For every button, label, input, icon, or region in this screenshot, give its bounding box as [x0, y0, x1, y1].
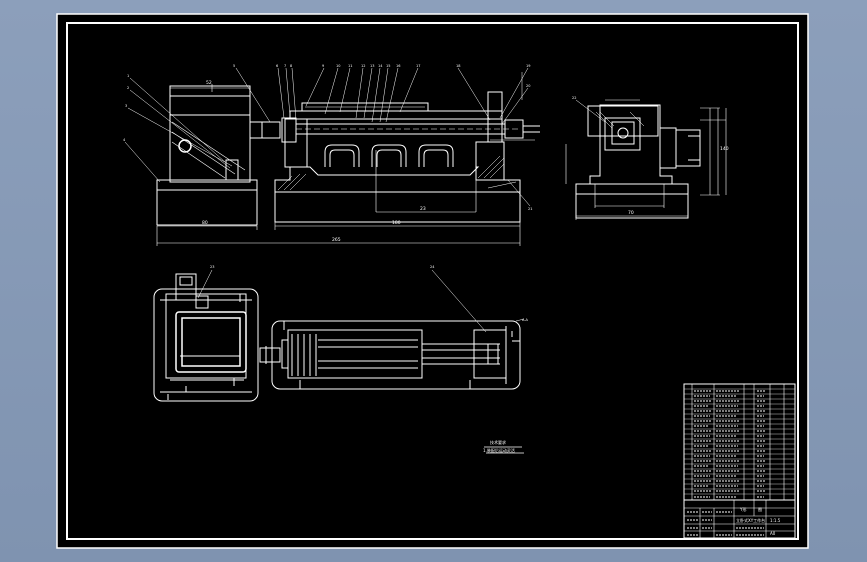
svg-text:24: 24	[430, 265, 435, 269]
top-view	[153, 273, 521, 402]
tech-note-title: 技术要求	[490, 439, 506, 445]
svg-text:11: 11	[348, 64, 352, 68]
svg-text:7: 7	[284, 64, 286, 68]
dim-front-total: 265	[332, 237, 341, 243]
title-cell-4: 1:1.5	[770, 518, 781, 523]
parts-list-rows	[684, 388, 795, 501]
svg-text:8: 8	[290, 64, 292, 68]
svg-text:10: 10	[336, 64, 340, 68]
side-view	[575, 104, 701, 219]
dim-front-top: 52	[206, 80, 212, 86]
svg-text:19: 19	[526, 64, 530, 68]
dim-side-w: 70	[628, 210, 634, 216]
svg-text:23: 23	[210, 265, 214, 269]
dim-side-total: 140	[720, 146, 729, 152]
top-leaders	[197, 269, 525, 333]
technical-requirements: 技术要求 1.装配后运动灵活	[483, 439, 515, 453]
svg-text:22: 22	[572, 96, 576, 100]
top-coupling	[259, 347, 281, 363]
dim-front-w1: 80	[202, 220, 208, 226]
svg-text:5: 5	[233, 64, 235, 68]
svg-text:6: 6	[276, 64, 278, 68]
tech-note-line: 1.装配后运动灵活	[483, 447, 515, 453]
svg-text:12: 12	[361, 64, 365, 68]
parts-list	[683, 383, 796, 539]
svg-text:15: 15	[386, 64, 390, 68]
coupling	[249, 121, 281, 139]
top-base-plate	[271, 320, 521, 390]
svg-text:2: 2	[127, 86, 129, 90]
sheet-background	[56, 13, 809, 549]
dim-front-w2: 180	[392, 220, 401, 226]
sheet-inner-border	[66, 22, 799, 540]
title-cell-2: 图	[758, 506, 762, 512]
title-cell-3: 立卧式XY工作台	[736, 517, 765, 523]
svg-text:13: 13	[370, 64, 374, 68]
title-cell-5: A0	[770, 531, 776, 536]
svg-text:20: 20	[526, 84, 530, 88]
title-cell-1: Y形	[739, 506, 746, 512]
parts-list-entries	[694, 390, 766, 498]
svg-text:18: 18	[456, 64, 460, 68]
front-view	[156, 85, 540, 226]
front-dimension-text: 80 180 265 52 23	[202, 80, 426, 243]
svg-text:4: 4	[123, 138, 126, 142]
side-dimension-text: 70 140	[628, 146, 729, 216]
svg-text:21: 21	[528, 207, 532, 211]
title-block	[684, 500, 795, 538]
svg-text:17: 17	[416, 64, 420, 68]
side-dimensions	[565, 99, 727, 220]
front-dimensions	[156, 84, 535, 246]
svg-text:A-A: A-A	[522, 318, 529, 322]
svg-text:16: 16	[396, 64, 400, 68]
svg-text:3: 3	[125, 104, 127, 108]
dim-front-inner: 23	[420, 206, 426, 212]
svg-text:9: 9	[322, 64, 324, 68]
side-leaders	[575, 99, 606, 123]
top-motor-plate	[153, 288, 259, 402]
svg-text:14: 14	[378, 64, 383, 68]
title-block-text: Y形 图 立卧式XY工作台 1:1.5 A0	[736, 506, 781, 536]
leader-lines	[124, 67, 531, 207]
main-base	[274, 166, 521, 193]
svg-text:1: 1	[127, 74, 129, 78]
